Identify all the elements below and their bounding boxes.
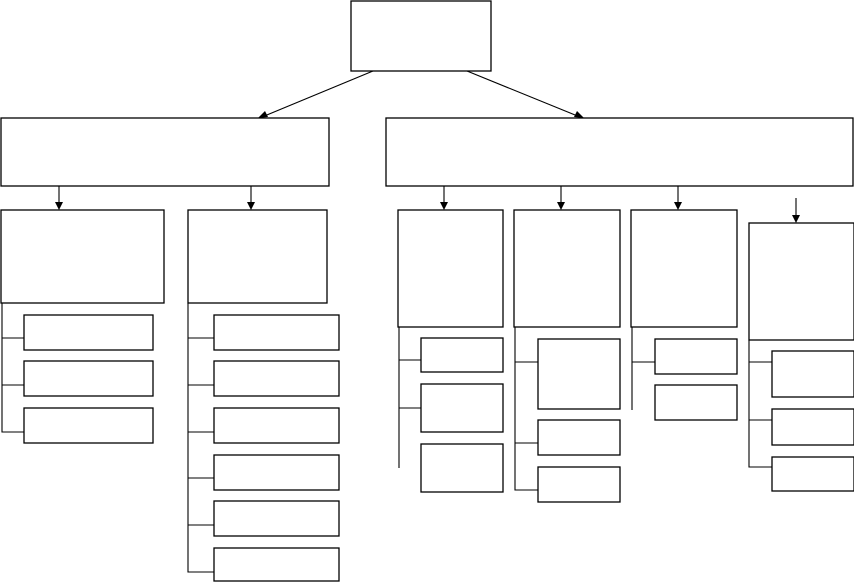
child-box [771, 456, 854, 492]
bracket-group-4 [514, 327, 538, 491]
child-box [654, 384, 738, 421]
arrowhead [247, 202, 255, 210]
arrowhead [258, 111, 268, 118]
level2-box-4 [513, 209, 621, 328]
child-box [537, 338, 621, 410]
child-box [537, 466, 621, 503]
bracket-group-1 [1, 303, 24, 433]
child-box [420, 443, 504, 493]
child-box [213, 360, 340, 397]
child-box [420, 383, 504, 433]
arrowhead [55, 202, 63, 210]
child-box [213, 547, 340, 582]
level1-left-box [0, 117, 330, 187]
root-box [350, 0, 492, 72]
child-box [654, 338, 738, 375]
connector-root-right [466, 70, 581, 118]
level2-box-5 [630, 209, 738, 328]
bracket-group-6 [748, 340, 772, 468]
child-box [537, 419, 621, 456]
child-box [213, 454, 340, 491]
bracket-group-2 [187, 303, 214, 573]
level2-box-3 [397, 209, 504, 328]
arrowhead [557, 202, 565, 210]
child-box [23, 407, 154, 444]
child-box [213, 500, 340, 537]
child-box [213, 407, 340, 444]
connector-root-left [261, 70, 374, 118]
level2-box-1 [0, 209, 165, 304]
child-box [23, 360, 154, 397]
arrowhead [440, 202, 448, 210]
arrowhead [792, 215, 800, 223]
level1-right-box [385, 117, 854, 187]
child-box [23, 314, 154, 351]
child-box [771, 350, 854, 398]
level2-box-2 [187, 209, 328, 304]
child-box [213, 314, 340, 351]
arrowhead [574, 111, 584, 118]
level2-box-6 [748, 222, 854, 341]
child-box [771, 408, 854, 446]
child-box [420, 337, 504, 373]
arrowhead [674, 202, 682, 210]
